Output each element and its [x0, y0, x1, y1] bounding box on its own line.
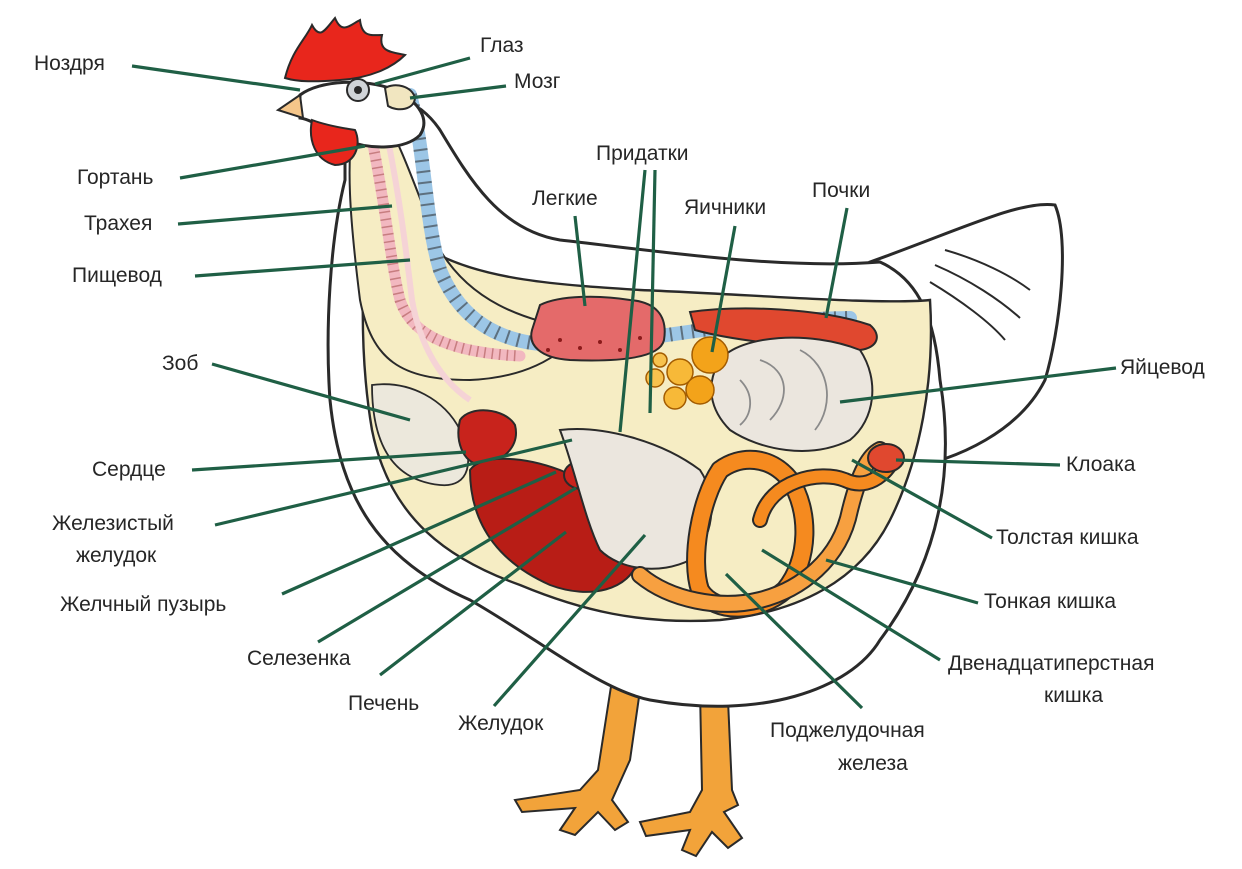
crop [371, 383, 469, 486]
leader-cloaca [895, 458, 1061, 467]
label-oviduct: Яйцевод [1120, 356, 1205, 379]
label-small-intestine: Тонкая кишка [984, 590, 1116, 613]
leader-small-intestine [825, 558, 979, 605]
leader-large-intestine [851, 458, 993, 540]
label-nostril: Ноздря [34, 52, 105, 75]
comb [283, 16, 407, 83]
esophagus [385, 139, 472, 403]
label-gallbladder: Желчный пузырь [60, 593, 226, 616]
label-duodenum-line2: кишка [1044, 684, 1103, 707]
label-larynx: Гортань [77, 166, 154, 189]
leader-spleen [317, 486, 577, 644]
leader-duodenum [761, 548, 941, 662]
label-appendages: Придатки [596, 142, 689, 165]
leader-ovaries [710, 225, 737, 353]
label-pancreas-line1: Поджелудочная [770, 719, 925, 742]
label-spleen: Селезенка [247, 647, 351, 670]
leader-larynx [179, 144, 366, 180]
leader-appendage-a [618, 169, 647, 433]
label-kidneys: Почки [812, 179, 870, 202]
leader-gallbladder [281, 470, 557, 596]
label-liver: Печень [348, 692, 419, 715]
lung-texture [546, 336, 642, 352]
label-trachea: Трахея [84, 212, 152, 235]
pupil [354, 86, 362, 94]
leader-proventriculus [214, 438, 573, 527]
label-large-intestine: Толстая кишка [996, 526, 1139, 549]
cloaca [867, 443, 905, 473]
leader-brain [409, 84, 507, 100]
leader-heart [191, 450, 467, 472]
label-gizzard: Желудок [458, 712, 544, 735]
label-lungs: Легкие [532, 187, 598, 210]
label-heart: Сердце [92, 458, 166, 481]
label-ovaries: Яичники [684, 196, 766, 219]
leader-liver [379, 530, 567, 677]
leader-gizzard [492, 533, 647, 708]
duodenum [633, 443, 887, 611]
trachea-rings [364, 128, 521, 362]
label-crop: Зоб [162, 352, 198, 375]
label-pancreas-line2: железа [838, 752, 908, 775]
label-eye: Глаз [480, 34, 524, 57]
leader-oviduct [839, 366, 1117, 404]
oviduct [710, 336, 874, 452]
chicken-illustration [275, 16, 1064, 858]
label-proventriculus-line2: желудок [76, 544, 157, 567]
leader-eye [374, 56, 471, 86]
lungs [530, 295, 666, 362]
label-esophagus: Пищевод [72, 264, 162, 287]
leader-appendage-b [648, 169, 657, 414]
kidney [688, 307, 878, 352]
right-leg [638, 688, 744, 858]
chicken-legs [513, 678, 744, 858]
beak [275, 93, 305, 120]
leader-lungs [573, 215, 587, 307]
label-brain: Мозг [514, 70, 561, 93]
oviduct-folds [739, 349, 828, 431]
left-leg [513, 678, 642, 837]
tail-feather-lines [929, 249, 1031, 341]
label-cloaca: Клоака [1066, 453, 1136, 476]
leader-lines [131, 56, 1117, 710]
leader-kidneys [824, 207, 849, 319]
label-duodenum-line1: Двенадцатиперстная [948, 652, 1154, 675]
leader-crop [211, 362, 411, 422]
label-proventriculus-line1: Железистый [52, 512, 174, 535]
leader-pancreas [724, 572, 864, 710]
labels: Ноздря Глаз Мозг Гортань Трахея Пищевод … [34, 34, 1205, 775]
leader-esophagus [194, 258, 411, 278]
leader-trachea [177, 204, 393, 226]
leader-nostril [131, 64, 301, 92]
